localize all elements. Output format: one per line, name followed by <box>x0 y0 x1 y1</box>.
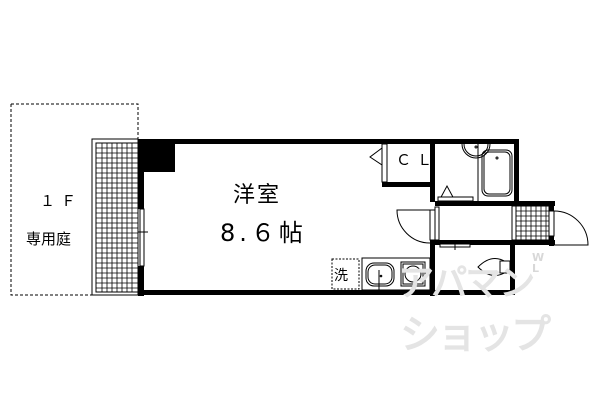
garden-floor-label: １Ｆ <box>40 192 83 210</box>
closet <box>369 143 388 183</box>
main-room-size: 8.６帖 <box>220 219 307 247</box>
main-room-name: 洋室 <box>233 183 282 208</box>
garden-name-label: 専用庭 <box>26 230 72 248</box>
watermark-line1: アパマン <box>398 263 535 304</box>
washer-space <box>331 258 360 290</box>
bathroom <box>437 143 513 202</box>
watermark-line2: ショップ <box>400 312 551 358</box>
toilet <box>477 257 511 277</box>
walls <box>138 139 555 296</box>
closet-label: ＣＬ <box>396 151 439 169</box>
private-garden-outline <box>10 103 139 296</box>
room-door <box>396 209 436 244</box>
kitchen <box>361 257 431 292</box>
entrance <box>434 205 589 250</box>
balcony <box>91 138 139 296</box>
washer-label: 洗 <box>334 268 348 284</box>
window <box>138 208 148 267</box>
